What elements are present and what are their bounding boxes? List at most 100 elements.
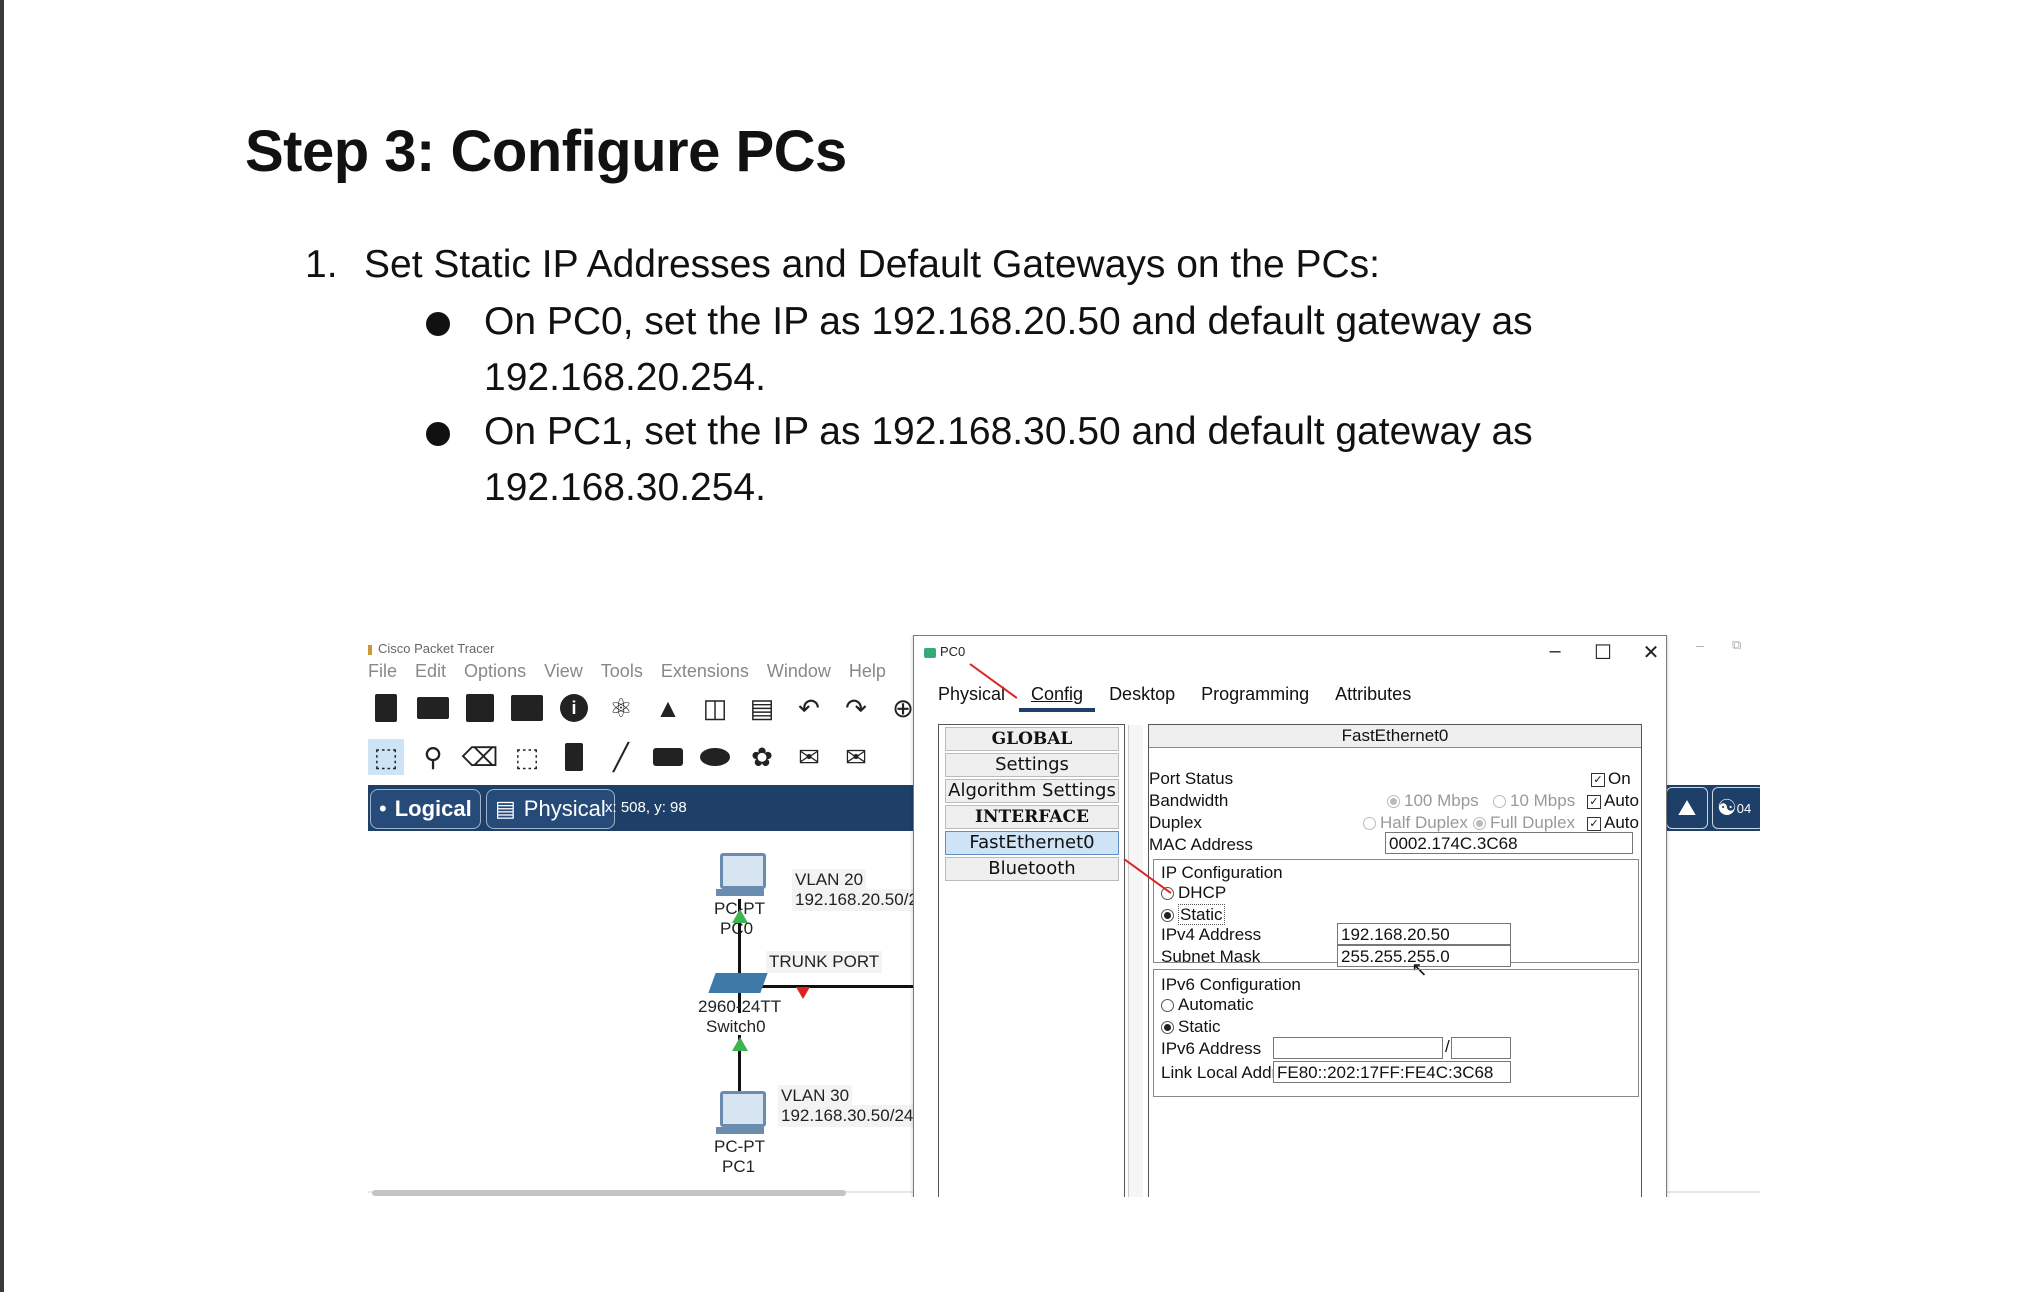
ipv6-address-field[interactable] [1273,1037,1443,1059]
physical-view-button[interactable]: ▤Physical [486,789,615,829]
resize-shape-icon[interactable]: ⬚ [514,741,540,772]
tab-config[interactable]: Config [1019,684,1096,712]
pc0-ip-label: 192.168.20.50/2 [792,889,921,911]
checkbox-checked-icon: ✓ [1591,772,1605,787]
pc0-vlan-label: VLAN 20 [792,869,867,891]
link-local-address-field[interactable]: FE80::202:17FF:FE4C:3C68 [1273,1061,1511,1083]
bullet-line: On PC0, set the IP as 192.168.20.50 and … [484,300,1533,343]
menu-window[interactable]: Window [766,661,831,681]
workspace-horizontal-scrollbar[interactable] [372,1190,846,1196]
activity-wizard-icon[interactable]: ⚛ [609,692,633,723]
full-duplex-radio[interactable]: Full Duplex [1473,813,1575,833]
cursor-coordinates: x: 508, y: 98 [605,799,687,816]
config-sidebar: GLOBAL Settings Algorithm Settings INTER… [938,724,1143,1197]
logical-view-button[interactable]: •Logical [370,789,481,829]
minimize-icon[interactable]: – [1549,640,1561,662]
half-duplex-radio[interactable]: Half Duplex [1363,813,1468,833]
subnet-mask-field[interactable]: 255.255.255.0 [1337,945,1511,967]
pc0-config-dialog: PC0 – ☐ ✕ Physical Config Desktop Progra… [913,635,1667,1197]
switch0-device-icon[interactable] [708,973,768,993]
select-icon[interactable]: ⬚ [368,739,404,775]
duplex-auto-checkbox[interactable]: ✓Auto [1587,813,1639,833]
note-icon[interactable] [556,739,592,775]
info-icon[interactable]: i [556,690,592,726]
draw-rectangle-icon[interactable] [650,739,686,775]
link-up-indicator-icon [732,909,748,923]
tab-programming[interactable]: Programming [1201,684,1310,704]
link-down-indicator-icon [796,987,810,999]
tab-attributes[interactable]: Attributes [1335,684,1412,704]
static-ipv6-label: Static [1178,1017,1221,1036]
inspect-icon[interactable]: ⚲ [423,741,443,772]
sidebar-item-settings[interactable]: Settings [945,753,1119,777]
bandwidth-100-radio[interactable]: 100 Mbps [1387,791,1479,811]
add-simple-pdu-icon[interactable]: ✉ [798,741,820,772]
menu-help[interactable]: Help [848,661,886,681]
pc0-device-icon[interactable] [720,853,766,889]
sidebar-header-interface: INTERFACE [945,805,1119,829]
background-window-restore-icon[interactable]: ⧉ [1732,637,1742,652]
bandwidth-auto-checkbox[interactable]: ✓Auto [1587,791,1639,811]
delete-icon[interactable]: ⌫ [461,741,499,772]
static-radio[interactable]: Static [1161,904,1225,925]
tab-physical[interactable]: Physical [938,684,1006,704]
redo-icon[interactable]: ↷ [845,692,867,723]
radio-icon [1161,999,1174,1013]
radio-icon [1161,887,1174,901]
pc1-type-label: PC-PT [714,1137,765,1156]
port-status-on-label: On [1608,769,1631,788]
background-window-minimize-icon[interactable]: – [1696,637,1704,653]
bullet-text-pc0: On PC0, set the IP as 192.168.20.50 and … [484,294,1624,406]
ipv6-prefix-field[interactable] [1451,1037,1511,1059]
mac-address-field[interactable]: 0002.174C.3C68 [1385,832,1633,854]
maximize-icon[interactable]: ☐ [1594,642,1612,664]
draw-line-icon[interactable]: ╱ [613,741,629,772]
dhcp-radio[interactable]: DHCP [1161,883,1226,903]
pc1-device-icon[interactable] [720,1091,766,1127]
sidebar-item-bluetooth[interactable]: Bluetooth [945,857,1119,881]
pc-logo-icon [924,647,936,658]
new-file-icon[interactable] [368,690,404,726]
freeform-icon[interactable]: ✿ [751,741,773,772]
full-duplex-label: Full Duplex [1490,813,1576,832]
partial-label: 04 [1736,800,1752,816]
step-number: 1. [305,243,338,286]
switch-name-label: Switch0 [706,1017,766,1036]
sidebar-item-fastethernet0[interactable]: FastEthernet0 [945,831,1119,855]
menu-file[interactable]: File [368,661,398,681]
mac-address-label: MAC Address [1149,835,1253,854]
close-icon[interactable]: ✕ [1642,642,1660,664]
add-complex-pdu-icon[interactable]: ✉ [845,741,867,772]
tab-desktop[interactable]: Desktop [1109,684,1176,704]
sidebar-scrollbar[interactable] [1128,725,1143,1197]
paste-icon[interactable]: ▤ [749,692,775,723]
ipv4-address-field[interactable]: 192.168.20.50 [1337,923,1511,945]
menu-tools[interactable]: Tools [600,661,643,681]
draw-ellipse-icon[interactable] [697,739,733,775]
open-folder-icon[interactable] [415,690,451,726]
bandwidth-10-radio[interactable]: 10 Mbps [1493,791,1575,811]
print-icon[interactable] [509,690,545,726]
environment-icon[interactable]: ⛰ [1666,787,1708,829]
pc1-vlan-label: VLAN 30 [778,1085,853,1107]
zoom-in-icon[interactable]: ⊕ [892,692,914,723]
app-title: Cisco Packet Tracer [368,641,494,656]
save-icon[interactable] [462,690,498,726]
port-status-on-checkbox[interactable]: ✓On [1591,769,1631,789]
network-icon[interactable]: ▲ [655,692,681,723]
undo-icon[interactable]: ↶ [798,692,820,723]
ipv6-config-group [1153,969,1639,1097]
menu-view[interactable]: View [544,661,583,681]
static-ipv6-radio[interactable]: Static [1161,1017,1221,1037]
dialog-title: PC0 [924,644,965,659]
menu-extensions[interactable]: Extensions [660,661,749,681]
navigation-globe-icon[interactable]: ☯04 [1712,787,1760,829]
main-toolbar: i ⚛ ▲ ◫ ▤ ↶ ↷ ⊕ [368,690,921,726]
automatic-radio[interactable]: Automatic [1161,995,1254,1015]
menu-options[interactable]: Options [464,661,527,681]
dhcp-label: DHCP [1178,883,1227,902]
copy-icon[interactable]: ◫ [702,692,728,723]
sidebar-item-algorithm-settings[interactable]: Algorithm Settings [945,779,1119,803]
radio-selected-icon [1161,1021,1174,1035]
menu-edit[interactable]: Edit [415,661,447,681]
